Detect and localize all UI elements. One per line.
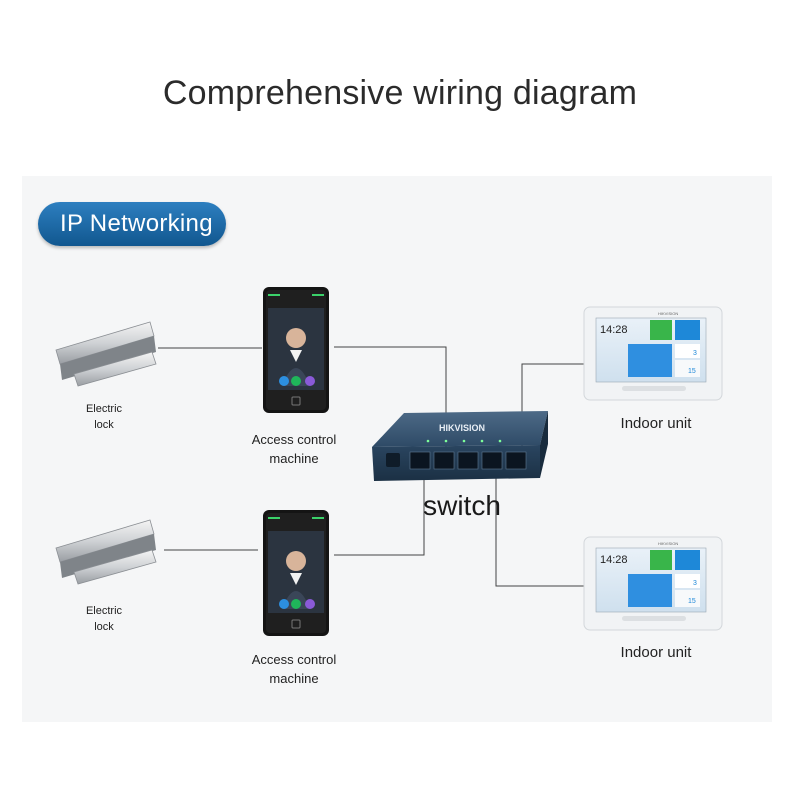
access-control-machine-top-icon [263,287,329,413]
electric-lock-top-icon [55,321,157,387]
electric-lock-bottom-line1: Electric [85,605,123,617]
ip-networking-label: IP Networking [60,210,213,237]
wire-acm-switch-bottom [334,470,425,556]
indoor-top-badge1: 3 [693,350,697,357]
indoor-unit-bottom-label: Indoor unit [620,644,692,661]
diagram-title: Comprehensive wiring diagram [162,74,638,112]
ip-networking-badge: IP Networking [38,202,226,246]
indoor-unit-top-icon: 14:28 3 15 HIKVISION [583,306,723,401]
indoor-top-brand: HIKVISION [658,311,678,316]
indoor-top-badge2: 15 [688,368,696,375]
indoor-top-time: 14:28 [600,324,628,336]
access-control-bottom-line1: Access control [251,652,337,667]
wire-switch-indoor-bottom [495,470,584,587]
network-switch-icon: HIKVISION [372,411,548,481]
access-control-bottom-line2: machine [269,671,319,686]
indoor-bottom-brand: HIKVISION [658,541,678,546]
electric-lock-top-line1: Electric [85,403,123,415]
access-control-top-line1: Access control [251,432,337,447]
electric-lock-bottom-icon [55,519,157,585]
indoor-unit-bottom-icon: 14:28 3 15 HIKVISION [583,536,723,631]
access-control-top-line2: machine [269,451,319,466]
indoor-bottom-time: 14:28 [600,554,628,566]
electric-lock-top-label: Electric lock [64,401,144,433]
electric-lock-bottom-line2: lock [94,621,114,633]
indoor-bottom-badge2: 15 [688,598,696,605]
electric-lock-top-line2: lock [94,419,114,431]
access-control-top-label: Access control machine [234,430,354,468]
switch-label: switch [423,490,501,521]
switch-brand: HIKVISION [439,423,485,433]
access-control-machine-bottom-icon [263,510,329,636]
access-control-bottom-label: Access control machine [234,650,354,688]
electric-lock-bottom-label: Electric lock [64,603,144,635]
indoor-unit-top-label: Indoor unit [620,415,692,432]
indoor-bottom-badge1: 3 [693,580,697,587]
